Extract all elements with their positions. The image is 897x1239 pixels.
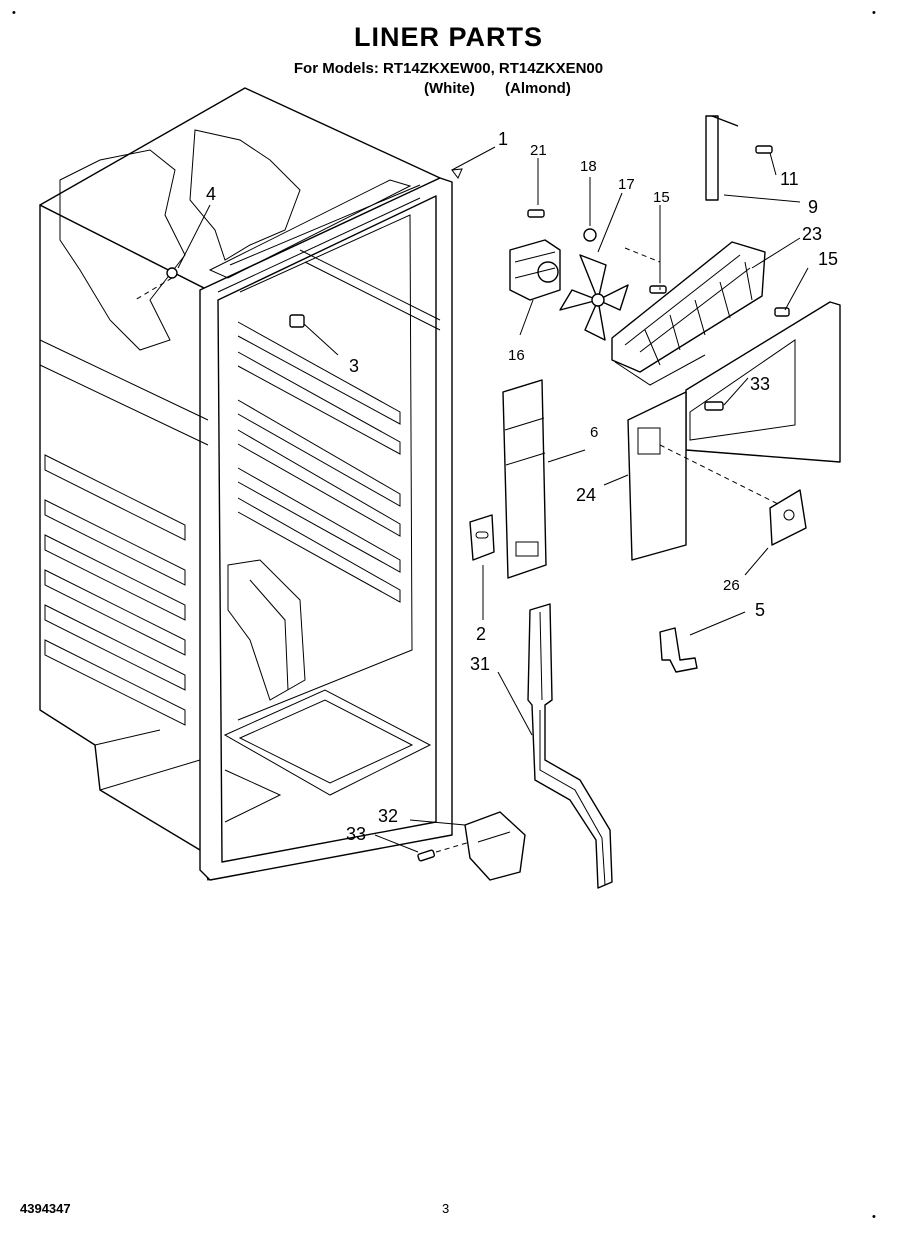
variant-white-label: (White)	[424, 80, 475, 97]
duct-part-6	[502, 379, 547, 579]
page-number: 3	[442, 1201, 450, 1216]
callout-16: 16	[508, 347, 525, 364]
callout-33b: 33	[346, 824, 366, 844]
callout-15a: 15	[653, 189, 670, 206]
callout-5: 5	[755, 600, 765, 620]
corner-mark: •	[872, 1211, 876, 1223]
callout-33a: 33	[750, 374, 770, 394]
liner-cabinet	[39, 87, 453, 881]
callout-11: 11	[780, 169, 799, 189]
callout-18: 18	[580, 158, 597, 175]
plug-part-2	[469, 514, 495, 561]
hinge-clip-part-3	[289, 314, 305, 328]
leader-lines	[177, 146, 809, 853]
callout-31: 31	[470, 654, 490, 674]
callout-6: 6	[590, 424, 598, 441]
drain-trough-part-31	[527, 603, 613, 889]
thermistor-plate-part-26	[769, 489, 807, 546]
callout-4: 4	[206, 184, 216, 204]
bracket-part-5	[659, 627, 698, 673]
callout-15b: 15	[818, 249, 838, 269]
callout-1: 1	[498, 129, 508, 149]
tube-part-9	[705, 115, 739, 201]
clip-part-32	[464, 811, 526, 881]
corner-mark: •	[872, 7, 876, 19]
callout-17: 17	[618, 176, 635, 193]
callout-labels: 1 2 3 4 5 6 9 11 15 15 16 17 18 21 23 24…	[206, 129, 838, 844]
models-line: For Models: RT14ZKXEW00, RT14ZKXEN00	[293, 60, 604, 77]
callout-2: 2	[476, 624, 486, 644]
variant-almond-label: (Almond)	[505, 80, 571, 97]
screw-part-4	[134, 267, 178, 301]
corner-mark: •	[12, 7, 16, 19]
page-title: LINER PARTS	[353, 22, 543, 52]
document-number: 4394347	[20, 1201, 71, 1216]
callout-3: 3	[349, 356, 359, 376]
callout-26: 26	[723, 577, 740, 594]
callout-21: 21	[530, 142, 547, 159]
callout-23: 23	[802, 224, 822, 244]
callout-24: 24	[576, 485, 596, 505]
screw-part-33	[417, 841, 471, 862]
air-diffuser-part-23	[611, 241, 790, 386]
screw-part-11	[755, 145, 773, 154]
fan-motor-assembly	[509, 209, 667, 341]
evaporator-cover-part-24	[627, 301, 841, 561]
callout-9: 9	[808, 197, 818, 217]
callout-32: 32	[378, 806, 398, 826]
